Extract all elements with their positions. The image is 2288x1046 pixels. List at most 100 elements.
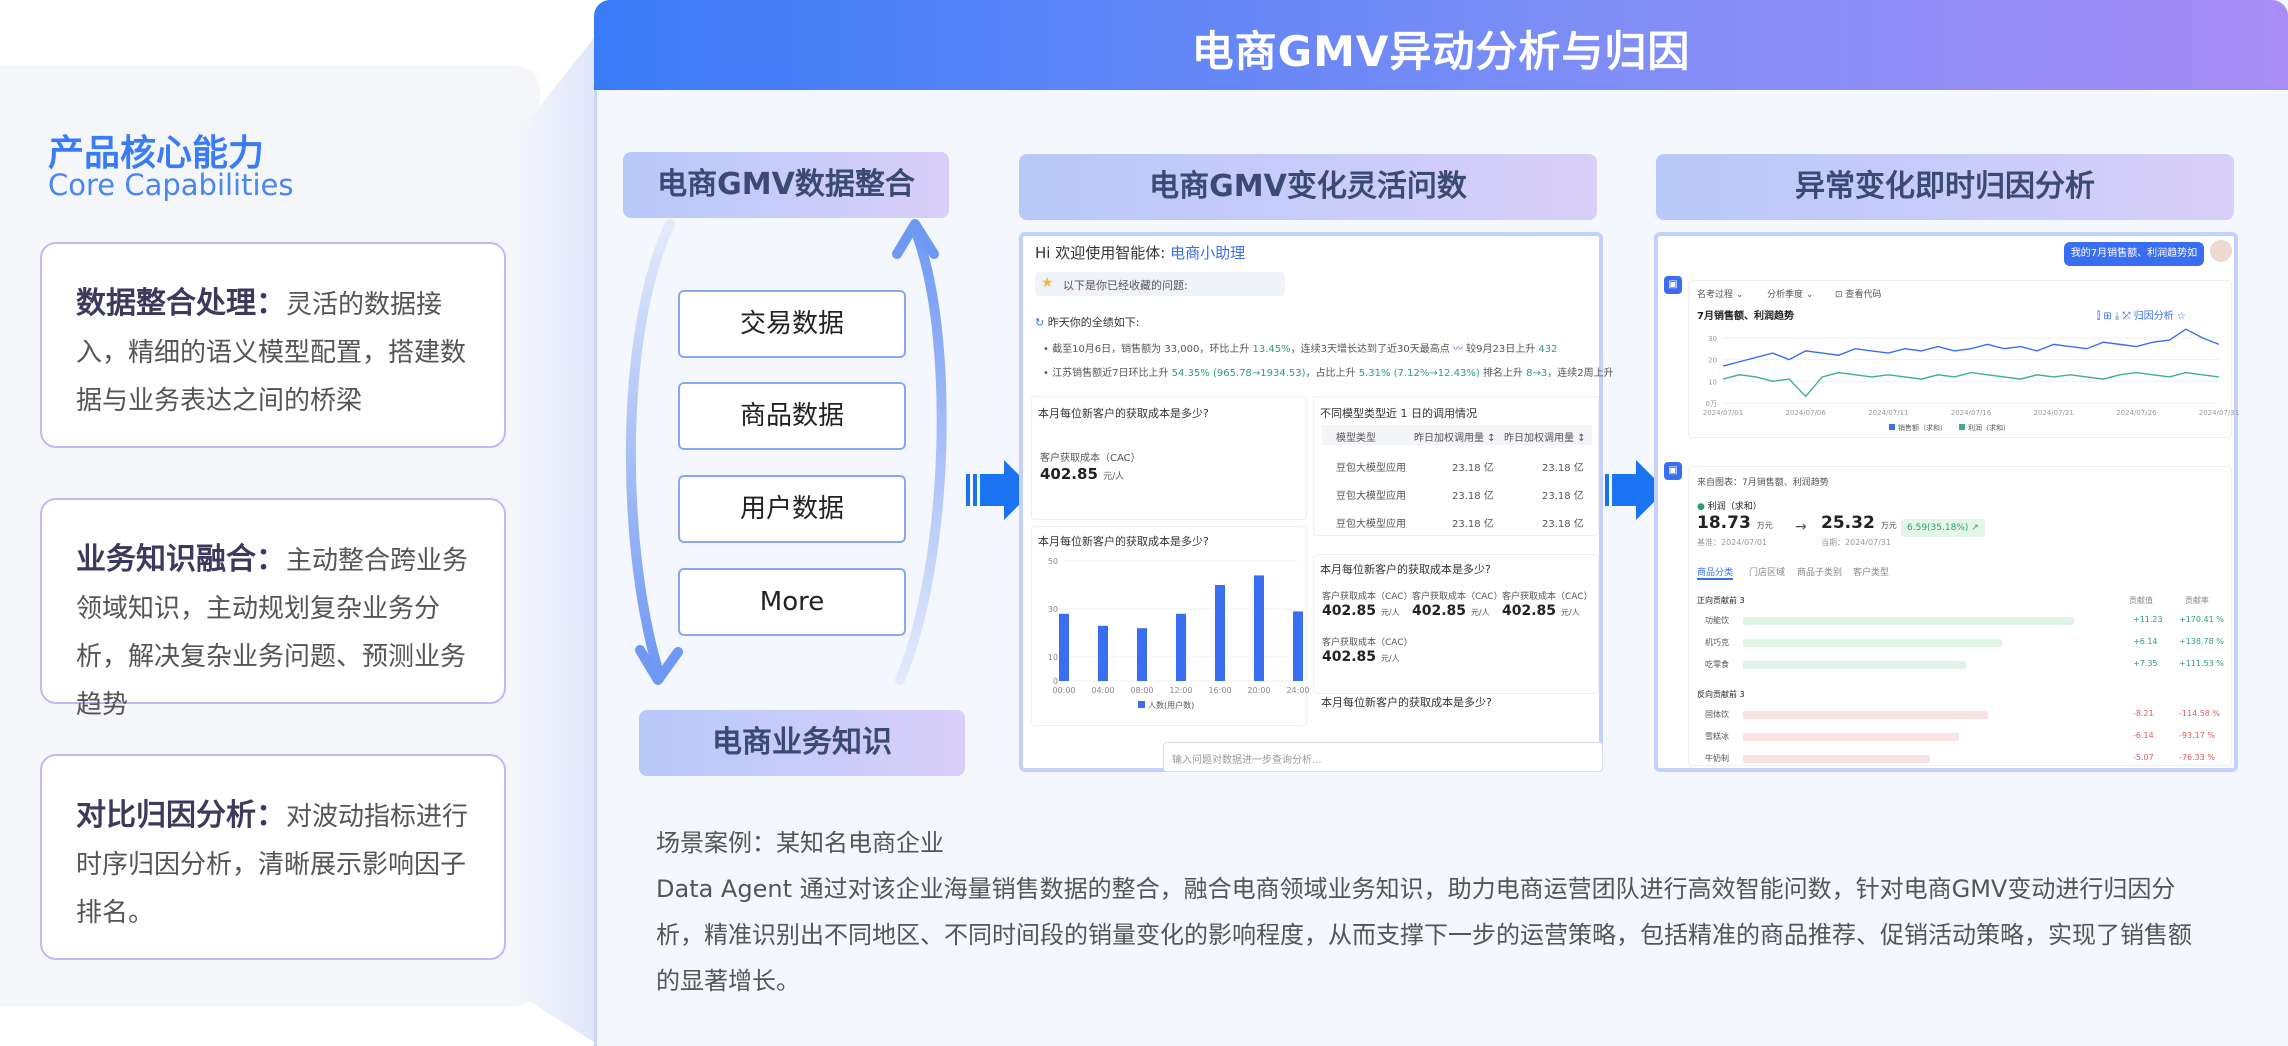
cac-grid-card: 本月每位新客户的获取成本是多少? 客户获取成本（CAC） 402.85 元/人 … — [1313, 554, 1599, 694]
capability-text: 对波动指标进行时序归因分析，清晰展示影响因子排名。 — [76, 802, 469, 928]
row-name: 牛奶制 — [1705, 754, 1729, 763]
metric-label: 客户获取成本（CAC） — [1040, 453, 1141, 464]
table-cell: 23.18 亿 — [1452, 519, 1494, 530]
filter-2[interactable]: 分析季度 ⌄ — [1767, 290, 1814, 300]
table-header-cell: 昨日加权调用量 ↕ — [1414, 433, 1496, 444]
metric-name: ● 利润（求和） — [1697, 502, 1762, 512]
x-tick-label: 12:00 — [1169, 686, 1192, 695]
assistant-name: 电商小助理 — [1170, 244, 1246, 262]
legend-swatch — [1889, 424, 1895, 430]
trend-chart-card: 名考过程 ⌄ 分析季度 ⌄ ⊡ 查看代码 7月销售额、利润趋势 ⫿ ⊞ ⤓ ⤱ … — [1688, 280, 2239, 438]
panel-divider — [520, 30, 600, 1046]
greeting: Hi 欢迎使用智能体: 电商小助理 — [1035, 244, 1246, 262]
legend-swatch — [1959, 424, 1965, 430]
y-tick-label: 0万 — [1706, 400, 1717, 408]
capability-text: 主动整合跨业务领域知识，主动规划复杂业务分析，解决复杂业务问题、预测业务趋势 — [76, 546, 469, 720]
to-date: 当期：2024/07/31 — [1821, 538, 1892, 547]
change-badge: 6.59(35.18%) ↗ — [1901, 519, 1985, 537]
row-value: -5.07 — [2133, 753, 2154, 762]
section-label-data-integration: 电商GMV数据整合 — [623, 152, 949, 218]
y-tick-label: 30 — [1708, 335, 1717, 343]
avatar — [2210, 240, 2232, 262]
model-usage-table-card: 不同模型类型近 1 日的调用情况 模型类型 昨日加权调用量 ↕ 昨日加权调用量 … — [1313, 396, 1599, 536]
card-question: 本月每位新客户的获取成本是多少? — [1320, 563, 1491, 576]
legend-label: 销售额（求和） — [1898, 423, 1947, 432]
tab-subcategory[interactable]: 商品子类别 — [1797, 568, 1843, 578]
contribution-bar — [1743, 617, 2074, 625]
case-study: 场景案例：某知名电商企业 Data Agent 通过对该企业海量销售数据的整合，… — [656, 820, 2196, 1004]
section-label-attribution: 异常变化即时归因分析 — [1656, 154, 2234, 220]
tab-product-category[interactable]: 商品分类 — [1697, 565, 1734, 580]
table-header — [1322, 425, 1592, 445]
favorites-bar[interactable]: ★ 以下是你已经收藏的问题: — [1035, 272, 1285, 296]
summary-title: ↻ 昨天你的全绩如下: — [1035, 316, 1140, 329]
card-question: 不同模型类型近 1 日的调用情况 — [1320, 407, 1477, 420]
bar — [1137, 628, 1147, 681]
case-text: Data Agent 通过对该企业海量销售数据的整合，融合电商领域业务知识，助力… — [656, 875, 2192, 995]
contribution-row: 机巧克+6.14+138.78 % — [1689, 635, 2233, 651]
table-header-cell: 昨日加权调用量 ↕ — [1504, 433, 1586, 444]
x-tick-label: 2024/07/11 — [1868, 409, 1908, 417]
table-cell: 23.18 亿 — [1452, 491, 1494, 502]
capability-card-data: 数据整合处理：灵活的数据接入，精细的语义模型配置，搭建数据与业务表达之间的桥梁 — [40, 242, 506, 448]
arrow-right-icon — [966, 460, 1034, 520]
row-value: +6.14 — [2133, 637, 2158, 646]
col-head-value: 贡献值 — [2129, 596, 2153, 605]
attribution-screenshot: 我的7月销售额、利润趋势如何? ▣ 名考过程 ⌄ 分析季度 ⌄ ⊡ 查看代码 7… — [1654, 232, 2239, 772]
col-head-rate: 贡献率 — [2185, 596, 2209, 605]
view-code[interactable]: ⊡ 查看代码 — [1835, 290, 1882, 300]
y-tick-label: 10 — [1048, 653, 1058, 662]
x-tick-label: 08:00 — [1130, 686, 1153, 695]
chart-toolbar-icons[interactable]: ⫿ ⊞ ⤓ ⤱ 归因分析 ☆ — [2097, 311, 2186, 322]
user-message-bubble: 我的7月销售额、利润趋势如何? — [2064, 242, 2204, 283]
x-tick-label: 24:00 — [1286, 686, 1309, 695]
x-tick-label: 00:00 — [1052, 686, 1075, 695]
source-text: 来自图表：7月销售额、利润趋势 — [1697, 478, 1829, 488]
x-tick-label: 04:00 — [1091, 686, 1114, 695]
trend-chart-title: 7月销售额、利润趋势 — [1697, 311, 1794, 322]
row-rate: -93.17 % — [2179, 731, 2215, 740]
table-cell: 豆包大模型应用 — [1336, 491, 1406, 502]
table-cell: 豆包大模型应用 — [1336, 463, 1406, 474]
bot-icon: ▣ — [1664, 462, 1682, 480]
tab-store-region[interactable]: 门店区域 — [1749, 568, 1786, 578]
row-name: 雪糕冰 — [1705, 732, 1729, 741]
legend-label: 利润（求和） — [1968, 423, 2010, 432]
metric-label: 客户获取成本（CAC） — [1322, 592, 1413, 602]
negative-title: 反向贡献前 3 — [1697, 690, 1745, 699]
metric-value: 402.85 元/人 — [1322, 603, 1400, 619]
y-tick-label: 10 — [1708, 378, 1717, 386]
contribution-bar — [1743, 755, 1930, 763]
series-line — [1722, 328, 2220, 367]
title-banner: 电商GMV异动分析与归因 — [594, 0, 2288, 90]
favorites-text: 以下是你已经收藏的问题: — [1063, 279, 1188, 292]
metric-value: 402.85 元/人 — [1322, 649, 1400, 665]
attribution-card: 来自图表：7月销售额、利润趋势 ● 利润（求和） 18.73 万元 基准：202… — [1688, 466, 2232, 766]
table-cell: 豆包大模型应用 — [1336, 519, 1406, 530]
table-cell: 23.18 亿 — [1542, 463, 1584, 474]
bar — [1176, 613, 1186, 681]
query-input[interactable]: 输入问题对数据进一步查询分析... — [1163, 742, 1603, 772]
bar — [1098, 625, 1108, 681]
x-tick-label: 2024/07/21 — [2033, 409, 2073, 417]
bar — [1254, 575, 1264, 681]
data-source-product: 商品数据 — [678, 382, 906, 450]
x-tick-label: 20:00 — [1247, 686, 1270, 695]
cycle-arrows-icon — [625, 219, 947, 685]
capability-title: 业务知识融合： — [76, 542, 286, 577]
contribution-row: 牛奶制-5.07-76.33 % — [1689, 751, 2233, 767]
refresh-icon: ↻ — [1035, 316, 1045, 329]
capability-title: 对比归因分析： — [76, 798, 286, 833]
from-value: 18.73 万元 — [1697, 513, 1773, 533]
capability-title: 数据整合处理： — [76, 286, 286, 321]
filter-1[interactable]: 名考过程 ⌄ — [1697, 290, 1744, 300]
row-rate: +138.78 % — [2179, 637, 2224, 646]
tab-customer-type[interactable]: 客户类型 — [1853, 568, 1890, 578]
y-tick-label: 50 — [1048, 557, 1058, 566]
positive-title: 正向贡献前 3 — [1697, 596, 1745, 605]
contribution-row: 雪糕冰-6.14-93.17 % — [1689, 729, 2233, 745]
x-tick-label: 2024/07/26 — [2116, 409, 2157, 417]
